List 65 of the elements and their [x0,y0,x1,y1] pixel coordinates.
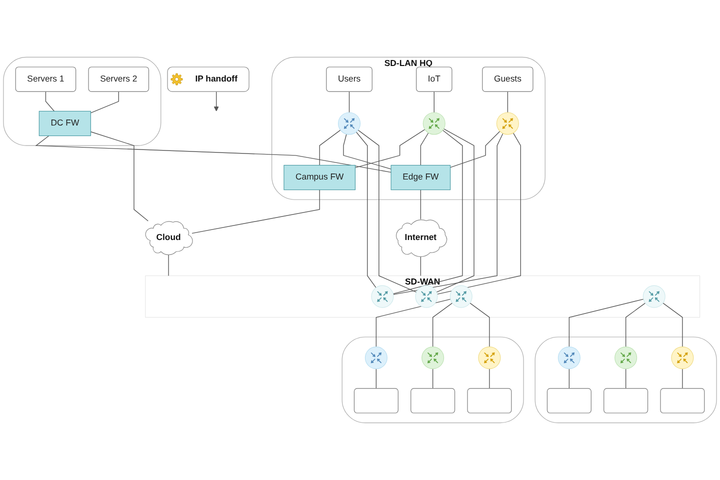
node-box: IP handoff [167,66,250,92]
connector [392,133,504,295]
connector [90,131,148,222]
connector [192,189,320,234]
connector [420,132,429,166]
node-box: Edge FW [390,164,451,190]
node-circle [338,112,361,135]
connector [489,368,490,389]
connector [662,302,683,348]
connector [507,91,508,113]
connector [625,302,646,348]
node-circle [422,346,444,370]
node-circle [371,285,394,308]
connector [625,368,626,389]
connector [354,129,426,168]
connector [432,368,434,389]
connector [376,368,377,389]
connector [432,302,453,348]
cluster [342,336,524,424]
connector [682,368,683,389]
node-box: IoT [416,66,452,92]
node-box: Servers 1 [15,66,76,92]
connector [168,254,169,276]
connector [436,128,474,292]
node-box: DC FW [38,110,91,136]
arrow [214,91,219,112]
connector [358,130,417,292]
cluster: SD-WAN [145,275,700,318]
node-box: Guests [482,66,534,92]
connector [376,298,451,348]
connector [90,91,119,114]
connector [343,134,392,170]
connector [45,91,55,112]
connector [568,298,644,348]
connector [392,130,463,294]
node-circle [496,112,519,135]
connector [568,368,570,389]
connector [420,256,422,276]
connector [420,189,422,220]
node-box [660,388,705,414]
connector [450,130,500,168]
node-box [604,388,648,414]
node-box [354,388,398,414]
connector [348,91,350,113]
node-circle [450,285,472,308]
connector [436,132,521,295]
node-box: Users [326,66,372,92]
node-circle [364,346,388,370]
node-circle [415,285,438,308]
node-circle [558,346,580,370]
connector [356,132,376,288]
node-circle [642,285,666,308]
node-circle [422,112,446,135]
node-box: Campus FW [284,164,356,190]
node-box [410,388,456,414]
connector [470,302,490,348]
node-circle [671,346,694,370]
node-box: Servers 2 [88,66,150,92]
node-box [546,388,592,414]
node-circle [614,346,638,370]
connector [35,135,392,173]
node-circle [478,346,501,370]
connector [319,130,341,166]
cluster [534,336,717,424]
node-box [467,388,512,414]
